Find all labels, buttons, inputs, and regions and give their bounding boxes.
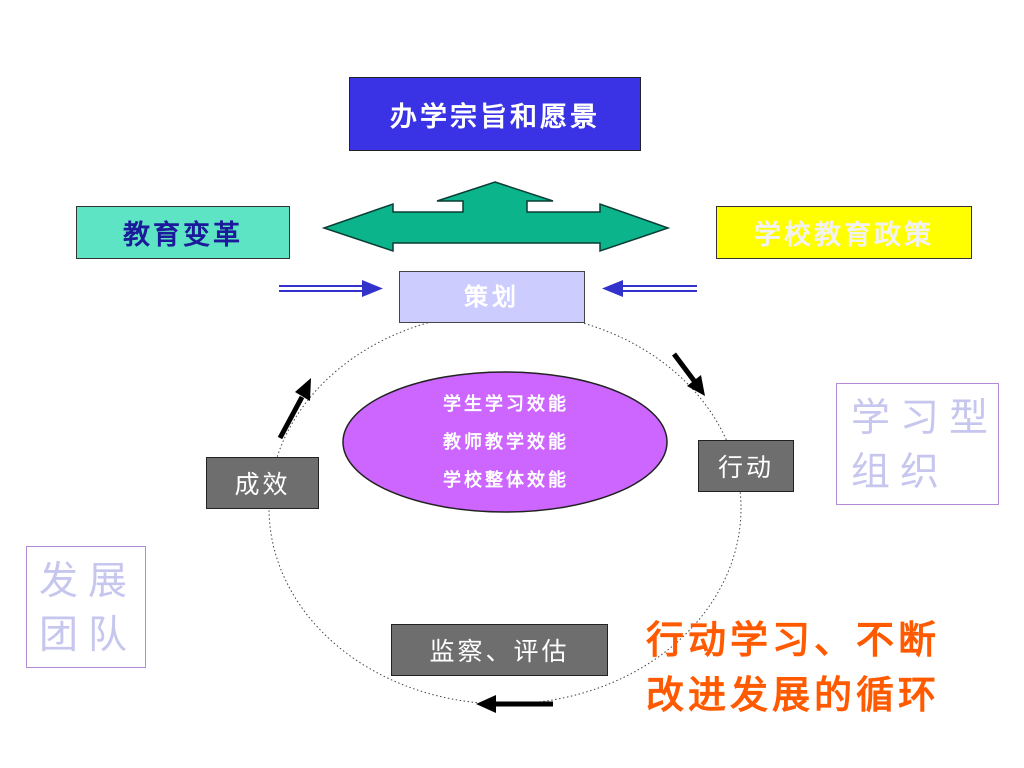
effect-label: 成效 [234, 470, 291, 499]
efficacy-ellipse [342, 371, 668, 513]
education-policy-box: 学校教育政策 [716, 206, 972, 259]
learning-organization-note: 学习型 组织 [836, 383, 999, 505]
teacher-teaching-efficacy: 教师教学效能 [443, 432, 569, 453]
learning-org-line-2: 组织 [851, 450, 950, 495]
dev-team-line-2: 团队 [39, 613, 138, 658]
left-input-arrow-icon [279, 280, 383, 297]
slogan-line-1: 行动学习、不断 [646, 617, 941, 662]
student-learning-efficacy: 学生学习效能 [443, 394, 569, 415]
mission-vision-box: 办学宗旨和愿景 [349, 77, 641, 151]
dev-team-line-1: 发展 [39, 559, 138, 604]
education-reform-box: 教育变革 [76, 206, 290, 259]
learning-org-line-1: 学习型 [851, 396, 999, 441]
right-input-arrow-icon [602, 280, 697, 297]
monitor-evaluate-box: 监察、评估 [391, 624, 608, 676]
arrow-to-action-icon [672, 352, 705, 396]
action-box: 行动 [698, 440, 794, 492]
education-policy-label: 学校教育政策 [754, 220, 934, 251]
development-team-note: 发展 团队 [26, 546, 146, 668]
education-reform-label: 教育变革 [123, 220, 243, 251]
arrow-monitor-to-effect-icon [476, 695, 553, 713]
mission-vision-label: 办学宗旨和愿景 [390, 101, 600, 133]
effect-box: 成效 [206, 457, 319, 509]
school-overall-efficacy: 学校整体效能 [443, 470, 569, 491]
arrow-to-effect-to-plan-icon [277, 378, 311, 440]
slogan-line-2: 改进发展的循环 [646, 672, 941, 717]
efficacy-text: 学生学习效能 教师教学效能 学校整体效能 [345, 373, 667, 513]
planning-box: 策划 [399, 271, 585, 323]
planning-label: 策划 [464, 281, 520, 311]
slogan-text: 行动学习、不断 改进发展的循环 [646, 612, 976, 722]
action-label: 行动 [717, 453, 774, 482]
three-way-arrow-icon [321, 181, 671, 253]
cycle-ellipse [268, 311, 742, 705]
monitor-evaluate-label: 监察、评估 [429, 637, 570, 666]
